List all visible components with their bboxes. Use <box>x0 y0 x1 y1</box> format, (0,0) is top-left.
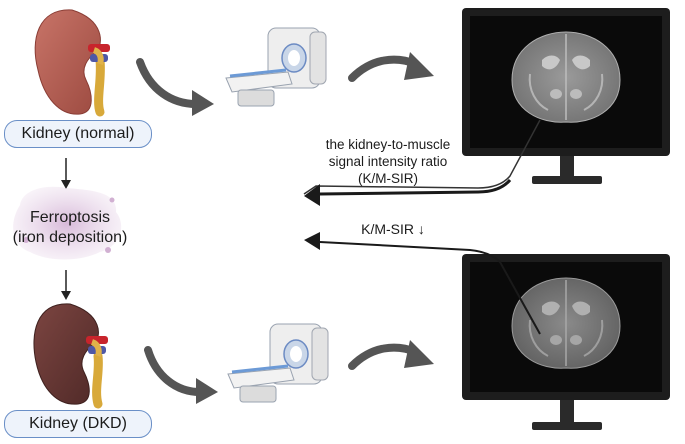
mri-brain-image-top <box>511 31 621 123</box>
curved-arrow-mri-to-monitor-bottom <box>348 340 434 370</box>
curved-arrow-mri-to-monitor-top <box>348 52 434 82</box>
ferroptosis-line1: Ferroptosis <box>29 209 111 226</box>
kidney-normal-label: Kidney (normal) <box>4 120 152 148</box>
dkd-kidney-icon <box>33 303 108 409</box>
ksir-description: the kidney-to-muscle signal intensity ra… <box>306 136 470 187</box>
ksir-decrease-label: K/M-SIR ↓ <box>361 221 425 237</box>
ferroptosis-line2: (iron deposition) <box>12 229 128 246</box>
mri-scanner-top-icon <box>225 27 327 107</box>
arrow-down-2 <box>61 270 71 300</box>
ferroptosis-label: Ferroptosis (iron deposition) <box>0 208 140 248</box>
pointer-ksir-top <box>303 119 541 206</box>
ksir-line1: the kidney-to-muscle <box>325 137 451 152</box>
ferroptosis-blob <box>13 186 122 260</box>
ksir-line2: signal intensity ratio <box>328 154 448 169</box>
ksir-line3: (K/M-SIR) <box>358 171 418 186</box>
normal-kidney-icon <box>34 9 110 117</box>
curved-arrow-kidney-to-mri-top <box>136 58 214 116</box>
arrow-down-1 <box>61 158 71 189</box>
pointer-ksir-bottom <box>304 232 541 335</box>
kidney-dkd-label: Kidney (DKD) <box>4 410 152 438</box>
mri-scanner-bottom-icon <box>227 323 329 403</box>
mri-brain-image-bottom <box>511 277 621 369</box>
curved-arrow-kidney-to-mri-bottom <box>144 346 218 404</box>
